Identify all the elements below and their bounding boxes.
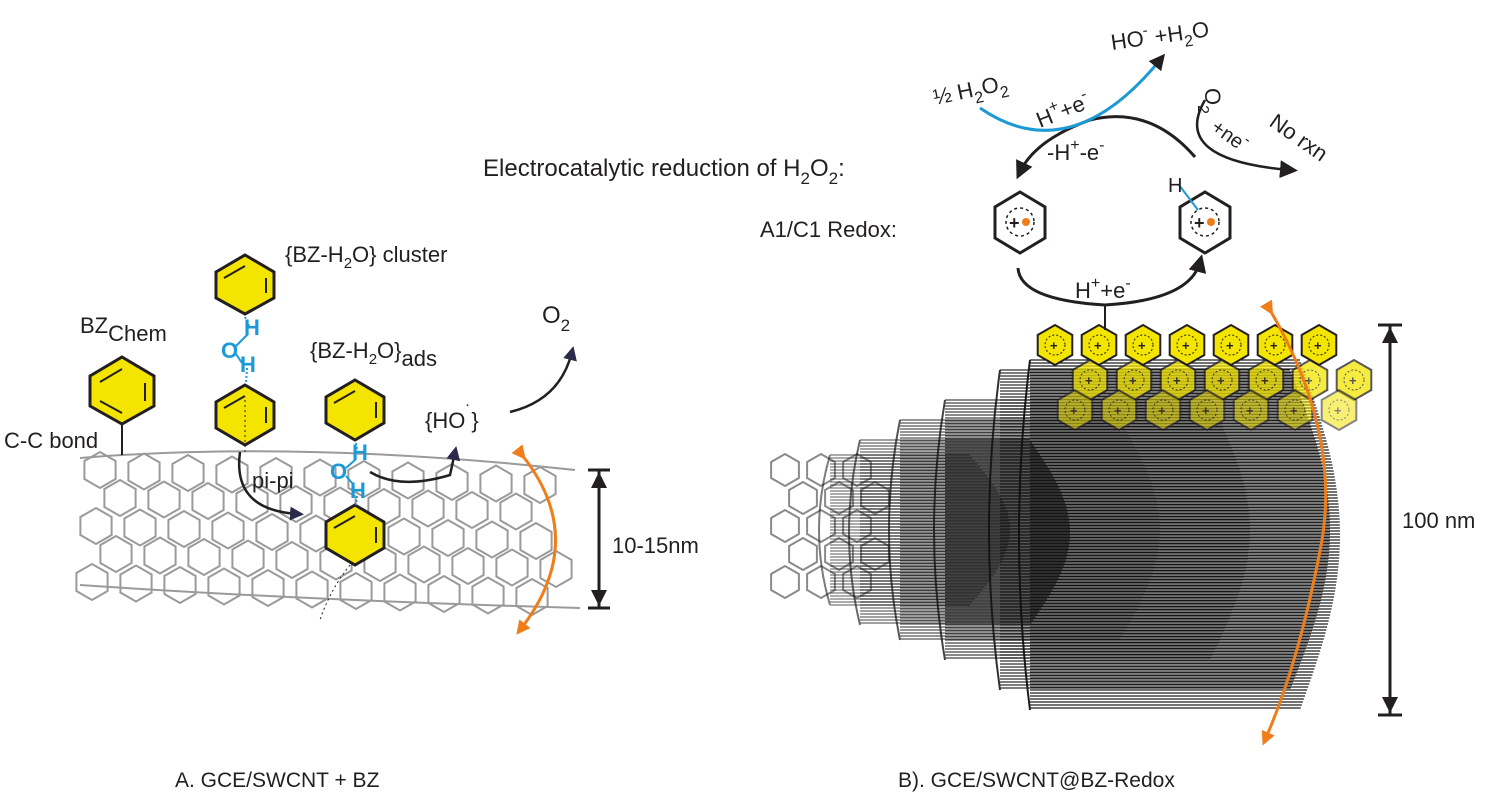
o2-label-a: O2 bbox=[542, 302, 570, 335]
svg-text:+: + bbox=[1158, 403, 1166, 418]
svg-text:+: + bbox=[1094, 338, 1102, 353]
svg-text:+: + bbox=[1217, 373, 1225, 388]
caption-b: B). GCE/SWCNT@BZ-Redox bbox=[898, 769, 1175, 792]
orange-rotation-arrow-b bbox=[1259, 299, 1328, 746]
svg-text:+: + bbox=[1261, 373, 1269, 388]
pipi-arrow bbox=[237, 451, 304, 521]
bz-chem-label: BZChem bbox=[80, 313, 167, 346]
svg-text:+: + bbox=[1173, 373, 1181, 388]
cc-bond-label: C-C bond bbox=[4, 428, 98, 453]
no-rxn-label: No rxn bbox=[1265, 109, 1332, 167]
hbond-cluster: H O H bbox=[221, 315, 260, 385]
atom-o-2: O bbox=[330, 459, 347, 484]
redox-ring-oxidized: + bbox=[993, 190, 1047, 255]
svg-text:+: + bbox=[1226, 338, 1234, 353]
svg-text:+: + bbox=[1009, 213, 1020, 233]
atom-o-1: O bbox=[221, 338, 238, 363]
hbond-ads: H O H bbox=[330, 440, 368, 506]
caption-a: A. GCE/SWCNT + BZ bbox=[175, 769, 380, 792]
atom-h-3: H bbox=[352, 440, 368, 465]
pipi-label: pi-pi bbox=[252, 468, 294, 493]
svg-text:+: + bbox=[1290, 403, 1298, 418]
svg-text:+: + bbox=[1305, 373, 1313, 388]
reverse-label: -H+-e- bbox=[1047, 137, 1104, 165]
ads-label: {BZ-H2O}ads bbox=[310, 338, 437, 371]
svg-text:+: + bbox=[1202, 403, 1210, 418]
svg-text:+: + bbox=[1129, 373, 1137, 388]
svg-text:+: + bbox=[1070, 403, 1078, 418]
o2-label-b: O2 bbox=[1194, 88, 1225, 114]
benzene-cluster-top bbox=[214, 253, 276, 316]
scale-bar-b: 100 nm bbox=[1378, 323, 1475, 717]
hydroxyl-label: {HO˙} bbox=[425, 402, 479, 433]
o2-no-rxn-arrow bbox=[1195, 99, 1298, 179]
svg-text:+: + bbox=[1246, 403, 1254, 418]
h2o2-reduction-arrow bbox=[979, 53, 1166, 132]
benzene-array: + + + + + + + + + + + + + + + + + + + + + bbox=[1036, 323, 1373, 432]
benzene-cluster-bottom bbox=[214, 383, 276, 455]
svg-text:+: + bbox=[1270, 338, 1278, 353]
svg-text:+: + bbox=[1194, 213, 1205, 233]
benzene-ads-top bbox=[324, 378, 386, 442]
panel-a: H O H H O H 10-15nm BZChem C-C bbox=[4, 242, 699, 792]
atom-h-4: H bbox=[350, 478, 366, 503]
benzene-ads-bottom bbox=[319, 503, 386, 621]
svg-text:+: + bbox=[1085, 373, 1093, 388]
hydroxyl-arrow bbox=[369, 446, 461, 483]
svg-text:+: + bbox=[1349, 373, 1357, 388]
atom-h-1: H bbox=[244, 315, 260, 340]
half-h2o2-label: ½ H2O2 bbox=[931, 70, 1011, 116]
cluster-label: {BZ-H2O} cluster bbox=[285, 242, 447, 272]
title-b: Electrocatalytic reduction of H2O2: bbox=[483, 155, 845, 188]
svg-text:+: + bbox=[1334, 403, 1342, 418]
product-label: HO- +H2O bbox=[1109, 13, 1212, 60]
o2-arrow bbox=[509, 346, 577, 414]
h-on-ring: H bbox=[1168, 175, 1182, 197]
benzene-bz-chem bbox=[88, 355, 156, 455]
svg-text:+: + bbox=[1114, 403, 1122, 418]
redox-ring-reduced: + H bbox=[1168, 175, 1232, 255]
scale-label-b: 100 nm bbox=[1402, 508, 1475, 533]
orange-rotation-arrow-a bbox=[511, 444, 557, 635]
scale-label-a: 10-15nm bbox=[612, 533, 699, 558]
svg-text:+: + bbox=[1050, 338, 1058, 353]
atom-h-2: H bbox=[240, 352, 256, 377]
ne-label: +ne- bbox=[1207, 112, 1254, 156]
svg-text:+: + bbox=[1138, 338, 1146, 353]
scale-bar-a: 10-15nm bbox=[588, 468, 699, 610]
svg-text:+: + bbox=[1182, 338, 1190, 353]
hplus-e-label-top: H++e- bbox=[1031, 86, 1093, 133]
hplus-e-label-bottom: H++e- bbox=[1075, 275, 1131, 303]
svg-text:+: + bbox=[1314, 338, 1322, 353]
redox-label: A1/C1 Redox: bbox=[760, 217, 897, 242]
panel-b: + + + + + + + + + + + + + + + + + + + + + + + H bbox=[483, 13, 1475, 792]
